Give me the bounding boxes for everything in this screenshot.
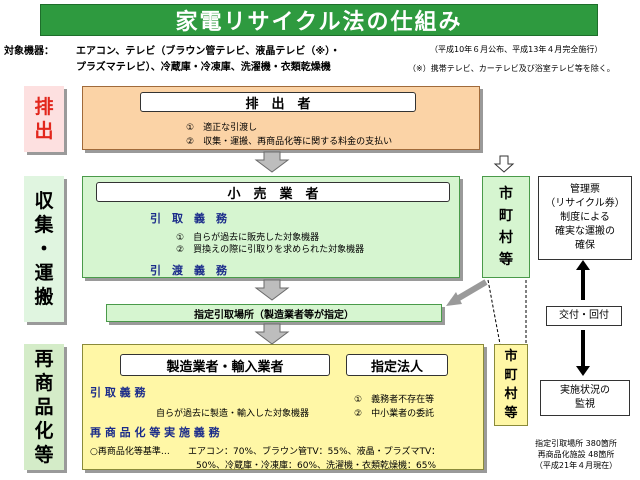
footnote-line: 再商品化施設 48箇所 [537,450,615,459]
designated-item-1: ① 義務者不存在等 [354,395,435,405]
manufacturer-title: 製造業者・輸入業者 [120,354,330,376]
muni-char: 市 [499,186,513,202]
arrow-discharge-to-retail [254,151,290,173]
stage-char: 収 [34,190,54,212]
stage-char: ・ [34,238,54,260]
monitoring-box: 実施状況の 監視 [540,380,630,416]
stage-char: 排 [34,96,54,118]
monitor-line: 監視 [575,399,595,410]
page-title: 家電リサイクル法の仕組み [40,4,598,36]
facility-footnote: 指定引取場所 380箇所 再商品化施設 48箇所 （平成21年４月現在） [514,438,638,471]
arrow-discharge-to-municipality [493,155,515,173]
manifest-line: 管理票 [570,184,600,195]
footnote-line: （平成21年４月現在） [534,461,618,470]
stage-char: 運 [34,262,54,284]
designated-item-2: ② 中小業者の委託 [354,409,435,419]
stage-char: 搬 [34,286,54,308]
monitor-line: 実施状況の [560,385,610,396]
promulgation-note: （平成10年６月公布、平成13年４月完全施行） [430,45,603,54]
muni-char: 町 [499,208,513,224]
target-line1: エアコン、テレビ（ブラウン管テレビ、液晶テレビ（※）・ [76,46,341,57]
municipality-box-bottom: 市 町 村 等 [494,344,528,426]
exclusion-note: （※）携帯テレビ、カーテレビ及び浴室テレビ等を除く。 [408,64,615,73]
stage-char: 品 [34,396,54,418]
retailer-item-2: ② 買換えの際に引取りを求められた対象機器 [176,245,365,255]
stage-collection: 収 集 ・ 運 搬 [24,176,64,322]
manufacturer-duty-recycle: 再 商 品 化 等 実 施 義 務 [90,426,220,439]
discharger-title: 排 出 者 [140,92,416,112]
dashed-connector-left [487,279,501,345]
muni-char: 町 [504,368,518,383]
stage-char: 商 [34,372,54,394]
retailer-title: 小 売 業 者 [96,182,450,202]
muni-char: 市 [504,349,518,364]
retailer-item-1: ① 自らが過去に販売した対象機器 [176,233,320,243]
stage-char: 等 [34,444,54,466]
manifest-line: （リサイクル券） [545,198,625,209]
designated-corp-title: 指定法人 [346,354,448,376]
manifest-line: 確実な運搬の [555,226,615,237]
recycle-standard-line1: エアコン：70%、ブラウン管TV：55%、液晶・プラズマTV： [188,447,441,457]
stage-char: 集 [34,214,54,236]
stage-recycling: 再 商 品 化 等 [24,344,64,470]
manifest-line: 制度による [560,212,610,223]
stage-discharge: 排 出 [24,86,64,152]
muni-char: 村 [499,230,513,246]
stage-char: 出 [34,120,54,142]
stage-char: 再 [34,348,54,370]
retailer-duty-pickup: 引 取 義 務 [150,212,227,225]
municipality-box-top: 市 町 村 等 [482,176,530,278]
muni-char: 等 [504,406,518,421]
target-label: 対象機器： [4,46,54,57]
discharger-item-2: ② 収集・運搬、再商品化等に関する料金の支払い [186,137,393,147]
muni-char: 村 [504,387,518,402]
retailer-duty-delivery: 引 渡 義 務 [150,264,227,277]
recycle-standard-label: ○再商品化等基準… [90,447,170,457]
arrow-collection-to-manufacturer [254,323,290,345]
manifest-system-box: 管理票 （リサイクル券） 制度による 確実な運搬の 確保 [538,176,632,260]
recycle-standard-line2: 50%、冷蔵庫・冷凍庫：60%、洗濯機・衣類乾燥機：65% [196,461,437,471]
designated-collection-point: 指定引取場所（製造業者等が指定） [106,304,442,322]
target-line2: プラズマテレビ）、冷蔵庫・冷凍庫、洗濯機・衣類乾燥機 [76,62,331,73]
discharger-item-1: ① 適正な引渡し [186,123,258,133]
footnote-line: 指定引取場所 380箇所 [535,439,617,448]
muni-char: 等 [499,252,513,268]
manufacturer-pickup-detail: 自らが過去に製造・輸入した対象機器 [156,409,310,419]
manufacturer-duty-pickup: 引 取 義 務 [90,386,146,399]
issue-circulate-box: 交付・回付 [546,306,622,326]
arrow-retail-to-collection [254,279,290,301]
manifest-line: 確保 [575,240,595,251]
stage-char: 化 [34,420,54,442]
